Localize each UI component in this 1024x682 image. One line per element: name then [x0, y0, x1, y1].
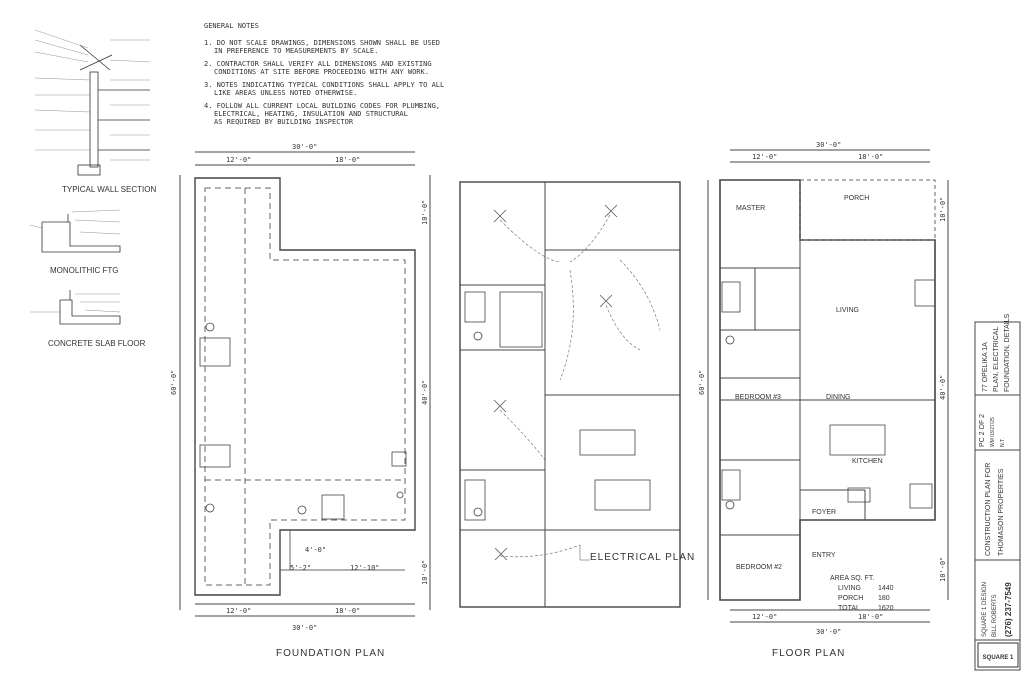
note-line: 3. NOTES INDICATING TYPICAL CONDITIONS S…: [204, 81, 444, 89]
note-line: CONDITIONS AT SITE BEFORE PROCEEDING WIT…: [214, 68, 429, 76]
dimension: 30'-0": [292, 143, 317, 151]
dimension: 18'-0": [858, 153, 883, 161]
floor-plan-rooms: MASTER PORCH LIVING BEDROOM #3 DINING KI…: [735, 195, 883, 571]
dimension: 30'-0": [816, 141, 841, 149]
firm-name: SQUARE 1 DESIGN: [982, 582, 988, 637]
note-line: 2. CONTRACTOR SHALL VERIFY ALL DIMENSION…: [204, 60, 432, 68]
dimension: 12'-0": [752, 153, 777, 161]
dimension: 60'-0": [170, 370, 178, 395]
floor-plan-title: FLOOR PLAN: [772, 648, 845, 659]
dimension: 12'-0": [226, 607, 251, 615]
floor-plan: [707, 149, 949, 623]
general-notes-heading: GENERAL NOTES: [204, 22, 259, 30]
title-block-text: 77 OPELIKA 1A PLAN, ELECTRICAL FOUNDATIO…: [979, 313, 1013, 637]
dimension: 40'-0": [421, 380, 429, 405]
dimension: 18'-0": [335, 156, 360, 164]
room-label: BEDROOM #3: [735, 394, 781, 401]
sheet-description: FOUNDATION, DETAILS: [1004, 313, 1011, 392]
dimension: 4'-0": [305, 546, 326, 554]
room-label: LIVING: [836, 307, 859, 314]
note-line: 4. FOLLOW ALL CURRENT LOCAL BUILDING COD…: [204, 102, 440, 110]
room-label: BEDROOM #2: [736, 564, 782, 571]
electrical-plan: [459, 181, 681, 608]
sheet-scale: N.T.: [1000, 438, 1006, 447]
dimension: 10'-0": [421, 200, 429, 225]
area-label: LIVING: [838, 585, 861, 592]
dimension: 30'-0": [816, 628, 841, 636]
area-table: AREA SQ. FT. LIVING 1440 PORCH 180 TOTAL…: [830, 575, 894, 612]
dimension: 12'-0": [752, 613, 777, 621]
note-line: IN PREFERENCE TO MEASUREMENTS BY SCALE.: [214, 47, 378, 55]
area-value: 180: [878, 595, 890, 602]
sheet-date: WM 03/27/25: [990, 417, 996, 447]
room-label: MASTER: [736, 205, 765, 212]
room-label: PORCH: [844, 195, 869, 202]
area-label: TOTAL: [838, 605, 860, 612]
wall-section-detail: [34, 29, 151, 176]
foundation-dimensions: 30'-0" 12'-0" 18'-0" 60'-0" 10'-0" 40'-0…: [170, 143, 429, 632]
dimension: 18'-0": [858, 613, 883, 621]
dimension: 10'-0": [939, 557, 947, 582]
dimension: 18'-0": [335, 607, 360, 615]
room-label: ENTRY: [812, 552, 836, 559]
dimension: 12'-0": [226, 156, 251, 164]
monolithic-label: MONOLITHIC FTG: [50, 266, 118, 275]
firm-contact: BILL ROBERTS: [992, 594, 998, 637]
sheet-number: PC 2 OF 2: [979, 414, 986, 447]
note-line: LIKE AREAS UNLESS NOTED OTHERWISE.: [214, 89, 357, 97]
area-value: 1620: [878, 605, 894, 612]
room-label: DINING: [826, 394, 851, 401]
floor-plan-dimensions: 30'-0" 12'-0" 18'-0" 60'-0" 10'-0" 40'-0…: [698, 141, 947, 636]
dimension: 12'-10": [350, 564, 380, 572]
construction-line: CONSTRUCTION PLAN FOR: [985, 463, 992, 556]
dimension: 40'-0": [939, 375, 947, 400]
logo-text: SQUARE 1: [983, 655, 1014, 661]
dimension: 30'-0": [292, 624, 317, 632]
sheet-description: PLAN, ELECTRICAL: [993, 327, 1000, 392]
dimension: 10'-0": [421, 560, 429, 585]
dimension: 60'-0": [698, 370, 706, 395]
room-label: FOYER: [812, 509, 836, 516]
square1-logo: SQUARE 1: [977, 642, 1019, 668]
foundation-plan: [179, 151, 431, 617]
area-heading: AREA SQ. FT.: [830, 575, 874, 582]
construction-line: THOMASON PROPERTIES: [998, 468, 1005, 556]
dimension: 10'-0": [939, 197, 947, 222]
note-line: ELECTRICAL, HEATING, INSULATION AND STRU…: [214, 110, 408, 118]
note-line: 1. DO NOT SCALE DRAWINGS, DIMENSIONS SHO…: [204, 39, 440, 47]
monolithic-ftg-detail: [29, 209, 121, 253]
firm-phone: (276) 237-7549: [1004, 582, 1013, 637]
room-label: KITCHEN: [852, 458, 883, 465]
wall-section-label: TYPICAL WALL SECTION: [62, 185, 156, 194]
area-value: 1440: [878, 585, 894, 592]
dimension: 5'-2": [290, 564, 311, 572]
electrical-plan-title: ELECTRICAL PLAN: [590, 552, 695, 563]
general-notes: GENERAL NOTES 1. DO NOT SCALE DRAWINGS, …: [204, 22, 444, 126]
note-line: AS REQUIRED BY BUILDING INSPECTOR: [214, 118, 354, 126]
foundation-plan-title: FOUNDATION PLAN: [276, 648, 385, 659]
area-label: PORCH: [838, 595, 863, 602]
slab-label: CONCRETE SLAB FLOOR: [48, 339, 146, 348]
project-name: 77 OPELIKA 1A: [982, 342, 989, 392]
slab-floor-detail: [30, 290, 121, 325]
title-block: [974, 321, 1021, 671]
